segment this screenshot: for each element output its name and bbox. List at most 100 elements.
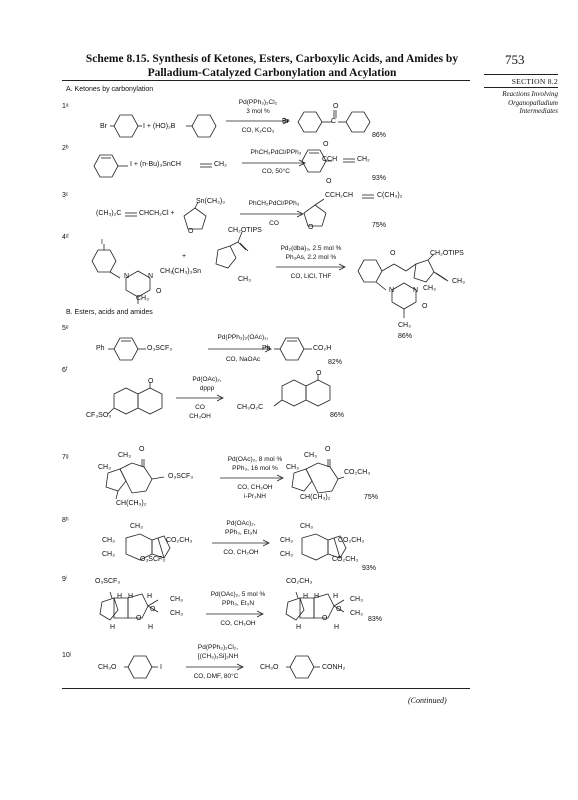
- methyl: CH₃: [286, 464, 299, 471]
- reagent: PhCH₂PdCl/PPh₃: [250, 149, 302, 156]
- conditions: CO, DMF, 80°C: [193, 673, 239, 680]
- conditions: CO, LiCl, THF: [290, 273, 332, 280]
- triflate: O₃SCF₃: [140, 556, 166, 563]
- hydrogen: H: [334, 624, 340, 631]
- hydrogen: H: [314, 593, 320, 600]
- bicyclic-core: [125, 533, 171, 561]
- product-text: CO₂H: [313, 345, 332, 352]
- reaction-arrow: [220, 474, 284, 482]
- product-text: CH₃O₂C: [237, 404, 264, 411]
- methyl: CH₃: [102, 537, 115, 544]
- reagent2: Ph₃As, 2.2 mol %: [285, 254, 337, 261]
- hydrogen: H: [333, 593, 339, 600]
- sm-text: CHCH₂Cl +: [139, 210, 175, 217]
- yield: 83%: [368, 616, 383, 623]
- furan-o: O: [188, 228, 194, 235]
- hydrogen: H: [128, 593, 134, 600]
- entry-label: 7ᵍ: [62, 454, 69, 461]
- reagent: Pd(OAc)₂,: [192, 376, 222, 383]
- sm-text: Ph: [96, 345, 105, 352]
- isopropyl: CH(CH₃)₂: [116, 500, 147, 507]
- ester: CO₂CH₃: [338, 537, 365, 544]
- carbonyl-c: C: [331, 118, 337, 125]
- reaction-arrow: [226, 117, 290, 125]
- conditions: CO: [269, 220, 279, 227]
- reagent: Pd(PPh₃)₂(OAc)₂,: [217, 334, 269, 341]
- methyl: CH₃: [102, 551, 115, 558]
- tetralone: [107, 382, 163, 415]
- yield: 75%: [364, 494, 379, 501]
- carbonyl-o: O: [422, 303, 428, 310]
- atom-n: N: [124, 273, 130, 280]
- carbonyl-o: O: [333, 103, 339, 110]
- entry-label: 2ᵇ: [62, 145, 69, 152]
- conditions2: i-Pr₂NH: [243, 493, 267, 500]
- entry-label: 6ᶠ: [62, 367, 68, 374]
- reaction-arrow: [208, 345, 272, 353]
- triflate: O₃SCF₃: [95, 578, 121, 585]
- page-number: 753: [505, 52, 525, 67]
- section-label: SECTION 8.2: [511, 77, 558, 86]
- otips: CH₂OTIPS: [228, 227, 262, 234]
- methyl: CH₃: [350, 596, 363, 603]
- iodo: I: [101, 239, 103, 246]
- product-4: [357, 253, 449, 318]
- methyl: CH₃: [452, 278, 465, 285]
- methyl: CH₃: [98, 464, 111, 471]
- sm-text: CF₃SO₃: [86, 412, 112, 419]
- hydrogen: H: [303, 593, 309, 600]
- reagent: Pd(OAc)₂,: [226, 520, 256, 527]
- reaction-arrow: [186, 663, 244, 671]
- tetralone: [273, 374, 331, 407]
- methyl: CH₃: [118, 452, 131, 459]
- hydrogen: H: [117, 593, 123, 600]
- conditions: CO, 50°C: [262, 168, 290, 175]
- reagent: Pd(PPh₃)₂Cl₂,: [197, 644, 239, 651]
- yield: 75%: [372, 222, 387, 229]
- n-methyl: CH₃: [136, 295, 149, 302]
- entry-label: 1ᵃ: [62, 103, 69, 110]
- n-methyl: CH₃: [423, 285, 436, 292]
- reagent2: PPh₃, Et₃N: [224, 529, 258, 536]
- methyl: CH₃: [304, 452, 317, 459]
- cyclopentenyl: [215, 231, 249, 269]
- hydrogen: H: [147, 593, 153, 600]
- methyl: CH₃: [130, 523, 143, 530]
- benzene-ring: [110, 114, 142, 138]
- plus: +: [182, 253, 187, 260]
- methyl: CH₃: [350, 610, 363, 617]
- atom-n: N: [148, 273, 154, 280]
- entry-label: 5ᵉ: [62, 325, 69, 332]
- product-text: Ph: [262, 345, 271, 352]
- reaction-arrow: [176, 394, 224, 402]
- product-text: Br: [282, 118, 289, 125]
- conditions2: CH₃OH: [189, 413, 211, 420]
- oxygen: O: [150, 606, 156, 613]
- reaction-arrow: [206, 610, 264, 618]
- carbonyl-o: O: [156, 288, 162, 295]
- cyclohexenyl-ring: [108, 337, 146, 361]
- product-text: CONH₂: [322, 664, 346, 671]
- n-methyl: CH₃: [160, 268, 173, 275]
- ester: CO₂CH₃: [344, 469, 371, 476]
- reaction-arrow: [242, 159, 306, 167]
- sm-text: I + (HO)₂B: [143, 123, 176, 130]
- sm-text: I: [160, 664, 162, 671]
- oxygen: O: [322, 615, 328, 622]
- carbonyl-o: O: [326, 178, 332, 185]
- oxygen: O: [136, 615, 142, 622]
- benzophenone: [297, 110, 371, 133]
- reagent: Pd(OAc)₂, 5 mol %: [210, 591, 266, 598]
- atom-n: N: [389, 287, 395, 294]
- yield: 93%: [362, 565, 377, 572]
- tin-group: Sn(CH₃)₃: [196, 198, 226, 205]
- furan-ring: [183, 201, 207, 230]
- hydrogen: H: [148, 624, 154, 631]
- furan-o: O: [308, 224, 314, 231]
- conditions: CO, K₂CO₃: [241, 127, 275, 134]
- yield: 93%: [372, 175, 387, 182]
- conditions: CO, CH₃OH: [237, 484, 273, 491]
- scheme-title: Scheme 8.15. Synthesis of Ketones, Ester…: [85, 53, 459, 79]
- conditions: CO, CH₃OH: [223, 549, 259, 556]
- ester: CO₂CH₃: [166, 537, 193, 544]
